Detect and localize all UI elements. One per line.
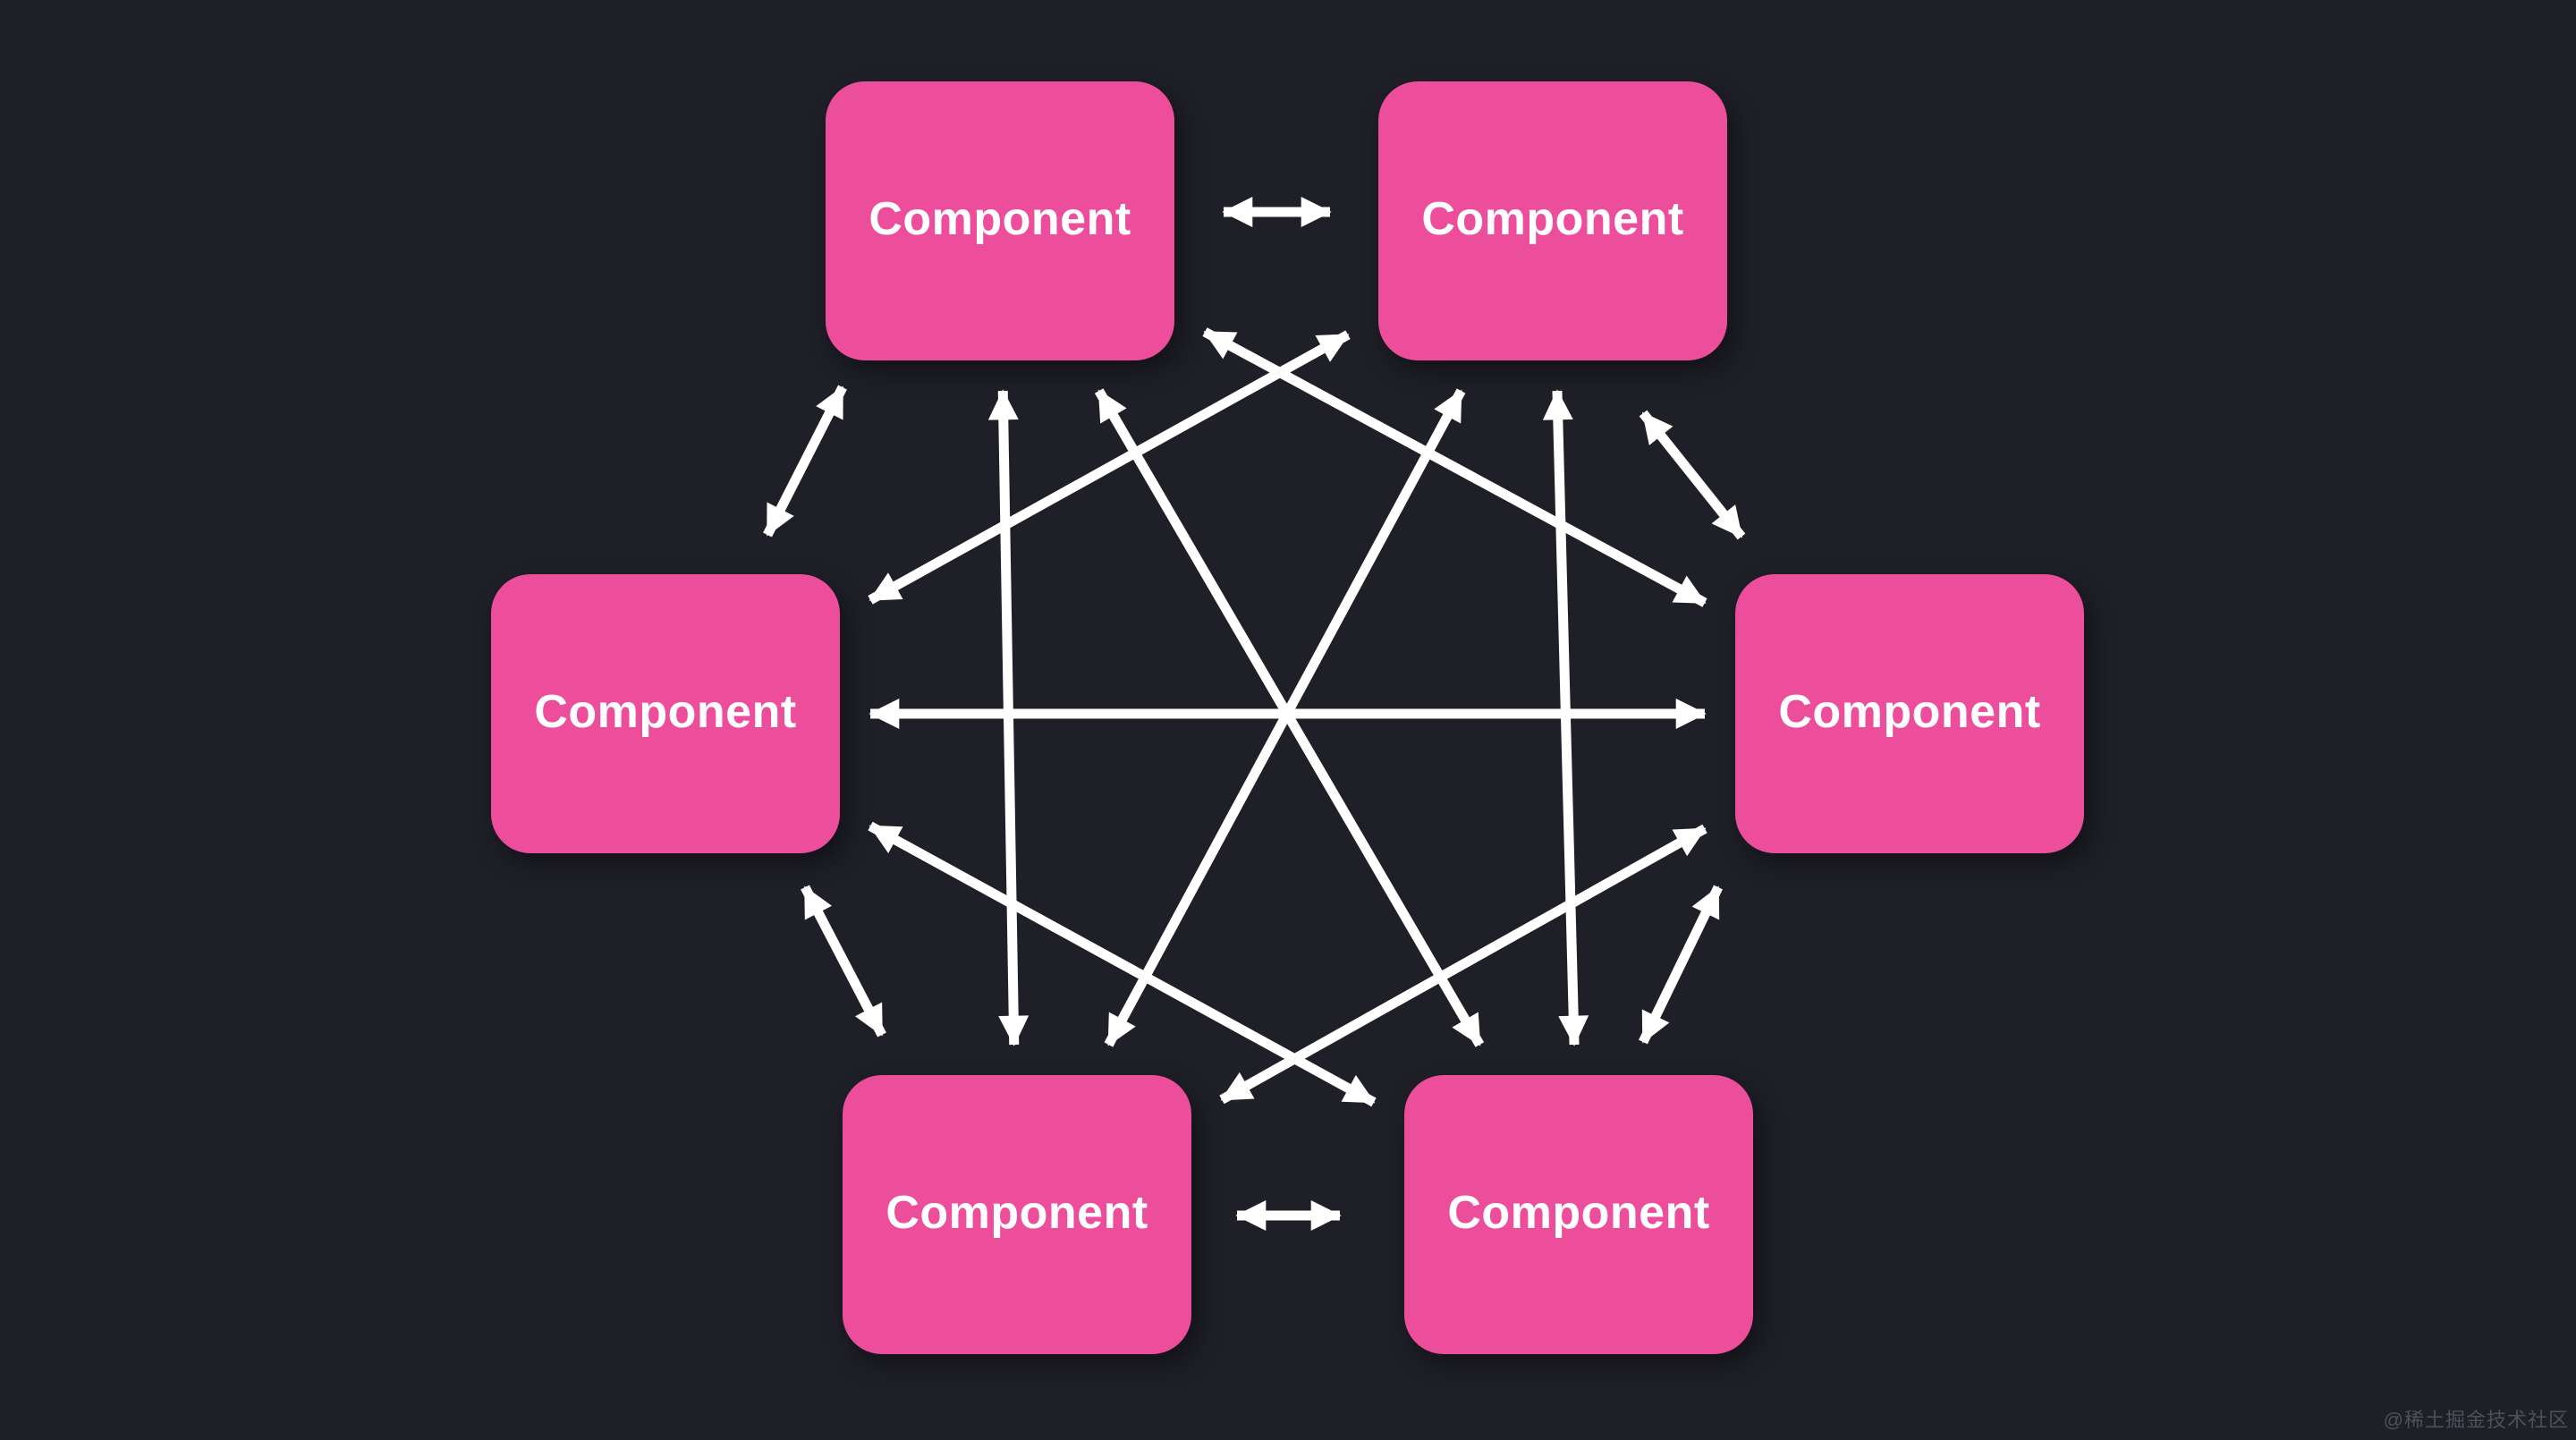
component-node-mid-right: Component [1735, 574, 2084, 853]
arrow-mid-right-to-bottom-right [1639, 885, 1723, 1045]
arrow-top-left-to-mid-left [763, 385, 847, 538]
component-label: Component [1421, 193, 1684, 245]
component-node-top-right: Component [1378, 81, 1727, 360]
component-node-bottom-right: Component [1404, 1075, 1753, 1354]
component-node-bottom-left: Component [843, 1075, 1191, 1354]
arrow-mid-left-to-bottom-left [801, 885, 886, 1038]
component-node-top-left: Component [826, 81, 1174, 360]
component-node-mid-left: Component [491, 574, 840, 853]
arrow-top-right-to-mid-right [1639, 410, 1746, 540]
component-label: Component [534, 686, 797, 738]
component-label: Component [886, 1187, 1148, 1239]
arrow-top-right-to-mid-left [868, 330, 1351, 605]
component-label: Component [1447, 1187, 1710, 1239]
arrow-mid-right-to-bottom-left [1219, 824, 1707, 1105]
component-label: Component [869, 193, 1131, 245]
component-label: Component [1778, 686, 2041, 738]
watermark-text: @稀土掘金技术社区 [2383, 1409, 2569, 1431]
